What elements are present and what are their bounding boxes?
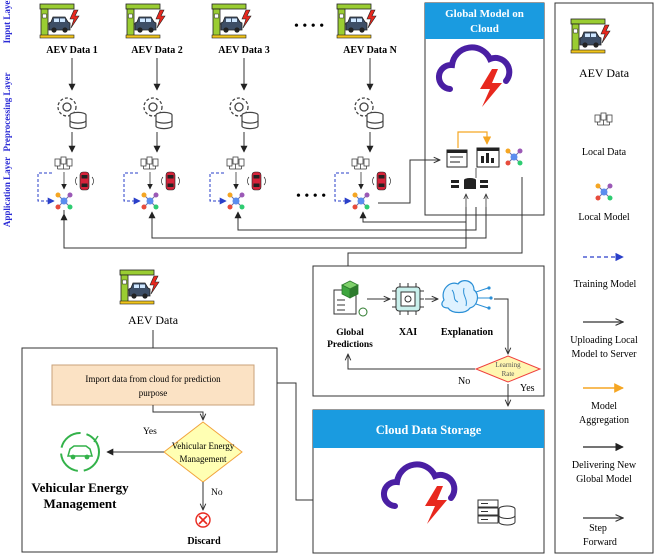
learning-rate-label: Learning — [495, 361, 521, 369]
energy-car-icon — [60, 432, 100, 472]
aev-charging-icon — [211, 3, 252, 39]
aev-column-2: AEV Data 2 — [125, 3, 183, 56]
legend-local-model-label: Local Model — [578, 212, 630, 223]
decision-text-2: Management — [180, 454, 227, 464]
ellipsis-top: • • • • — [294, 19, 324, 34]
aev-label: AEV Data 1 — [46, 45, 97, 56]
global-predictions-label-2: Predictions — [327, 340, 373, 350]
global-predictions-label: Global — [336, 328, 364, 338]
input-layer-label: Input Layer — [2, 0, 12, 43]
local-data-icon — [226, 156, 245, 170]
legend-step-label-2: Forward — [583, 537, 617, 548]
application-unit-n — [334, 156, 392, 210]
upload-arrows — [60, 160, 523, 276]
aggregation-icons — [446, 131, 523, 207]
aev-label: AEV Data 3 — [218, 45, 269, 56]
cloud-storage-title: Cloud Data Storage — [376, 423, 482, 437]
aev-label: AEV Data N — [343, 45, 397, 56]
result-label-2: Management — [44, 496, 118, 511]
import-data-text: Import data from cloud for prediction — [85, 374, 221, 384]
application-layer-label: Application Layer — [2, 157, 12, 227]
preprocessing-icon — [354, 97, 384, 130]
global-model-title: Global Model on — [445, 8, 524, 20]
legend-training-label: Training Model — [574, 279, 637, 290]
preprocessing-icon — [57, 97, 87, 130]
learning-no-label: No — [458, 376, 470, 387]
learning-rate-label-2: Rate — [502, 370, 515, 378]
center-aev-icon — [119, 269, 160, 305]
preprocessing-layer-label: Preprocessing Layer — [2, 73, 12, 152]
global-model-panel: Global Model on Cloud — [424, 2, 545, 216]
decision-text: Vehicular Energy — [172, 441, 235, 451]
local-data-icon — [54, 156, 73, 170]
preprocessing-icon — [143, 97, 173, 130]
xai-panel: Global Predictions XAI Expl — [312, 265, 545, 406]
aev-charging-icon — [336, 3, 377, 39]
prediction-panel: Import data from cloud for prediction pu… — [21, 347, 278, 553]
cloud-storage-panel: Cloud Data Storage — [312, 409, 545, 554]
local-model-icon — [55, 192, 73, 210]
local-model-icon — [227, 192, 245, 210]
legend-local-data-label: Local Data — [582, 147, 627, 158]
legend-local-data-icon — [594, 112, 613, 126]
learning-yes-label: Yes — [520, 383, 535, 394]
layer-labels: Input Layer Preprocessing Layer Applicat… — [2, 0, 12, 227]
application-unit-2 — [123, 156, 181, 210]
application-unit-3 — [209, 156, 267, 210]
explanation-label: Explanation — [441, 327, 494, 338]
car-icon — [74, 171, 95, 191]
discard-label: Discard — [187, 536, 221, 547]
explanation-brain-icon — [441, 280, 493, 314]
xai-chip-icon — [392, 283, 424, 315]
legend-uploading-label: Uploading Local — [570, 335, 638, 346]
preprocessing-icon — [229, 97, 259, 130]
local-model-icon — [141, 192, 159, 210]
input-to-prep-arrows — [68, 58, 374, 153]
ellipsis-bottom: • • • • — [296, 189, 326, 204]
aev-label: AEV Data 2 — [131, 45, 182, 56]
legend-aggregation-label-2: Aggregation — [579, 415, 629, 426]
car-icon — [246, 171, 267, 191]
aev-column-n: AEV Data N — [336, 3, 398, 56]
legend-uploading-label-2: Model to Server — [572, 349, 638, 360]
result-label: Vehicular Energy — [31, 480, 129, 495]
legend-step-label: Step — [589, 523, 607, 534]
legend-delivering-label-2: Global Model — [576, 474, 632, 485]
global-model-title-2: Cloud — [470, 23, 499, 35]
center-aev-label: AEV Data — [128, 313, 179, 327]
local-data-icon — [351, 156, 370, 170]
decision-no-label: No — [211, 488, 223, 498]
application-unit-1 — [37, 156, 95, 210]
local-data-icon — [140, 156, 159, 170]
aev-charging-icon — [39, 3, 80, 39]
legend-aev-label: AEV Data — [579, 66, 630, 80]
aev-charging-icon — [125, 3, 166, 39]
decision-yes-label: Yes — [143, 427, 157, 437]
import-data-text-2: purpose — [139, 388, 168, 398]
aev-column-3: AEV Data 3 — [211, 3, 270, 56]
xai-label: XAI — [399, 327, 417, 338]
car-icon — [160, 171, 181, 191]
discard-icon — [195, 512, 211, 528]
car-icon — [371, 171, 392, 191]
local-model-icon — [352, 192, 370, 210]
global-predictions-icon — [333, 280, 368, 317]
legend-aggregation-label: Model — [591, 401, 617, 412]
aev-column-1: AEV Data 1 — [39, 3, 98, 56]
legend-delivering-label: Delivering New — [572, 460, 637, 471]
legend-panel: AEV Data Local Data Local Model Training… — [554, 2, 654, 554]
